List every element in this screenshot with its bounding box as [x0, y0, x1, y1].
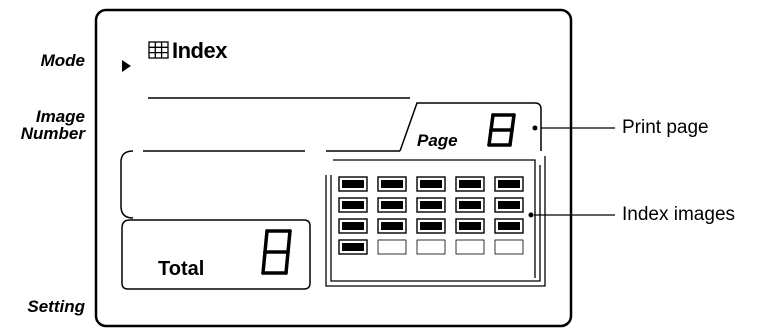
- thumbnail-filled: [338, 218, 368, 234]
- print-page-leader-dot: [532, 125, 538, 131]
- thumbnail-filled: [416, 176, 446, 192]
- thumbnail-empty: [494, 239, 524, 255]
- thumbnail-filled: [338, 197, 368, 213]
- thumbnail-filled: [338, 176, 368, 192]
- thumbnail-filled: [494, 176, 524, 192]
- total-label: Total: [158, 258, 205, 280]
- thumb-panel-outer-frame: [325, 156, 546, 287]
- thumbnail-filled: [455, 176, 485, 192]
- print-page-callout: Print page: [622, 117, 709, 138]
- thumb-panel-mid-frame: [330, 165, 541, 282]
- index-grid-icon: [148, 41, 169, 59]
- page-seven-segment-digit: [487, 113, 516, 147]
- thumbnail-filled: [338, 239, 368, 255]
- thumb-panel-inner-frame: [333, 159, 536, 278]
- thumbnail-filled: [494, 197, 524, 213]
- mode-label: Mode: [40, 51, 85, 70]
- page-label: Page: [417, 131, 458, 150]
- setting-label: Setting: [27, 297, 85, 316]
- thumbnail-filled: [377, 197, 407, 213]
- mode-arrow-icon: [122, 60, 131, 72]
- setting-box: [120, 150, 134, 219]
- thumbnail-filled: [416, 197, 446, 213]
- total-seven-segment-digit: [261, 229, 292, 275]
- image-number-label-line1: Image: [35, 107, 85, 126]
- lcd-frame: [94, 8, 573, 328]
- index-images-leader-dot: [528, 212, 534, 218]
- thumbnail-empty: [377, 239, 407, 255]
- mode-index-text: Index: [172, 38, 227, 63]
- image-number-label: Image Number: [20, 108, 85, 142]
- thumbnail-grid: [338, 176, 524, 255]
- thumbnail-filled: [494, 218, 524, 234]
- thumbnail-filled: [416, 218, 446, 234]
- index-images-callout: Index images: [622, 204, 736, 225]
- page-box: [399, 102, 542, 152]
- thumbnail-filled: [455, 218, 485, 234]
- thumbnail-empty: [416, 239, 446, 255]
- thumbnail-empty: [455, 239, 485, 255]
- thumbnail-filled: [377, 176, 407, 192]
- thumbnail-filled: [377, 218, 407, 234]
- thumbnail-filled: [455, 197, 485, 213]
- image-number-label-line2: Number: [20, 124, 85, 143]
- total-box: [121, 219, 311, 290]
